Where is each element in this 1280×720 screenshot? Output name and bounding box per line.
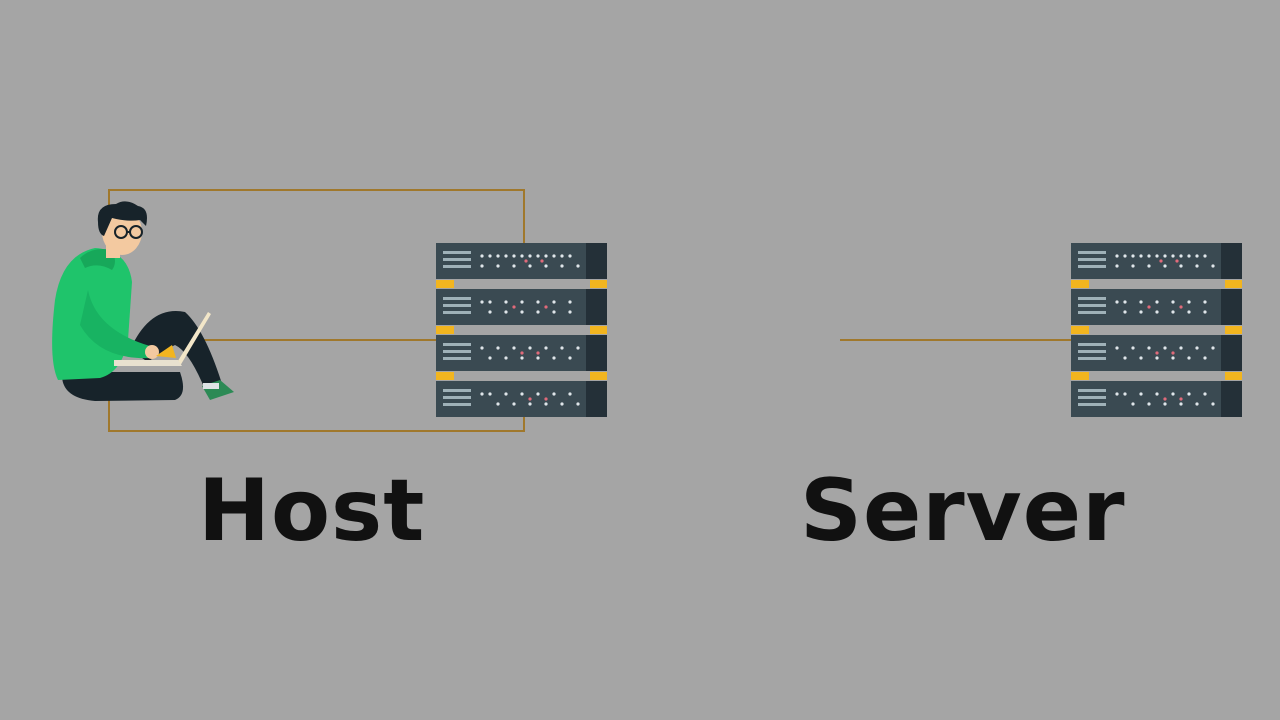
server-label: Server [800, 461, 1126, 561]
host-panel: Host [52, 189, 607, 561]
connection-loop [108, 189, 525, 432]
host-illustration [52, 189, 607, 432]
server-panel: Server [640, 0, 1280, 720]
server-illustration [840, 243, 1242, 417]
host-label: Host [198, 461, 426, 561]
server-rack-icon [1071, 243, 1242, 417]
person-with-laptop-icon [52, 201, 234, 401]
server-rack-icon [436, 243, 607, 417]
